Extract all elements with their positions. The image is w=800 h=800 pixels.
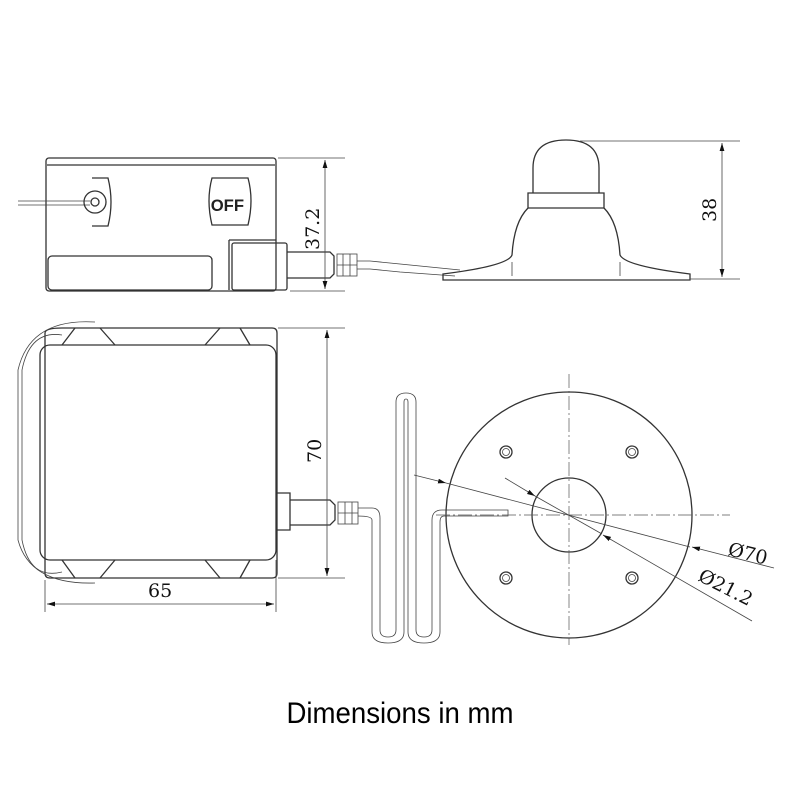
off-switch	[208, 177, 252, 226]
svg-text:65: 65	[148, 580, 172, 602]
dimension-depth-box: 70	[278, 327, 345, 579]
box-top-view	[17, 321, 509, 644]
dimension-height-box: 37.2	[278, 157, 345, 292]
svg-text:Ø70: Ø70	[726, 539, 770, 570]
caption: Dimensions in mm	[286, 697, 514, 730]
sensor-top-view	[436, 374, 730, 645]
sensor-side-view	[442, 139, 691, 281]
box-side-view: OFF	[18, 157, 461, 292]
svg-text:37.2: 37.2	[302, 208, 324, 250]
dimension-width-box: 65	[44, 560, 277, 612]
svg-text:Ø21.2: Ø21.2	[695, 565, 757, 611]
svg-text:70: 70	[304, 439, 326, 463]
dimension-diameters: Ø70 Ø21.2	[413, 474, 775, 622]
svg-text:38: 38	[699, 198, 721, 222]
dimension-height-sensor: 38	[580, 140, 740, 280]
off-switch-label: OFF	[211, 196, 244, 215]
